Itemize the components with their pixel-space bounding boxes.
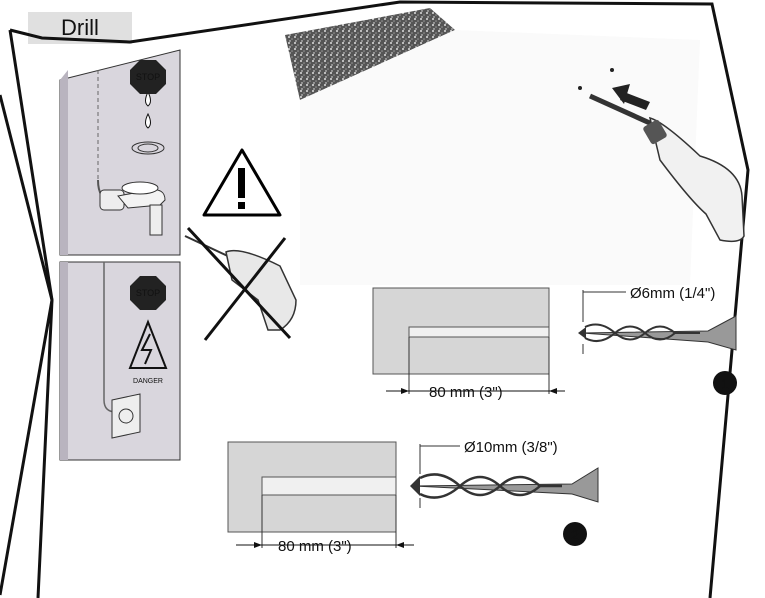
crossed-drill-icon — [184, 226, 297, 341]
step2-number-badge: 2 — [563, 522, 587, 546]
step1-number-badge: 1 — [713, 371, 737, 395]
step1-drill-bit-icon — [578, 315, 737, 351]
svg-text:1: 1 — [721, 376, 729, 393]
svg-text:STOP: STOP — [136, 72, 160, 82]
step1-diagram: 80 mm (3") Ø6mm (1/4") 1 — [372, 285, 737, 401]
faucet-icon — [99, 181, 166, 236]
wall-texture — [285, 8, 455, 100]
wall-panel-electric: STOP DANGER — [59, 261, 181, 461]
step1-diameter-label: Ø6mm (1/4") — [630, 285, 715, 302]
step2-drill-bit-icon — [410, 467, 599, 503]
wall-panel-water: STOP — [59, 49, 181, 256]
svg-text:DANGER: DANGER — [133, 378, 163, 385]
step2-depth-label: 80 mm (3") — [278, 538, 352, 555]
svg-text:2: 2 — [571, 527, 579, 544]
stop-sign-icon-water: STOP — [130, 60, 166, 94]
electric-hazard-icon: DANGER — [128, 319, 168, 385]
arrow-left-icon — [612, 84, 650, 110]
svg-text:STOP: STOP — [136, 288, 160, 298]
step2-diagram: 80 mm (3") Ø10mm (3/8") 2 — [227, 439, 599, 555]
stop-sign-icon-electric: STOP — [130, 276, 166, 310]
drill-illustration — [300, 30, 745, 285]
step2-diameter-label: Ø10mm (3/8") — [464, 439, 558, 456]
power-outlet-icon — [111, 393, 141, 439]
warning-icon — [202, 148, 282, 217]
step1-depth-label: 80 mm (3") — [429, 384, 503, 401]
water-drop-icon — [131, 90, 165, 155]
